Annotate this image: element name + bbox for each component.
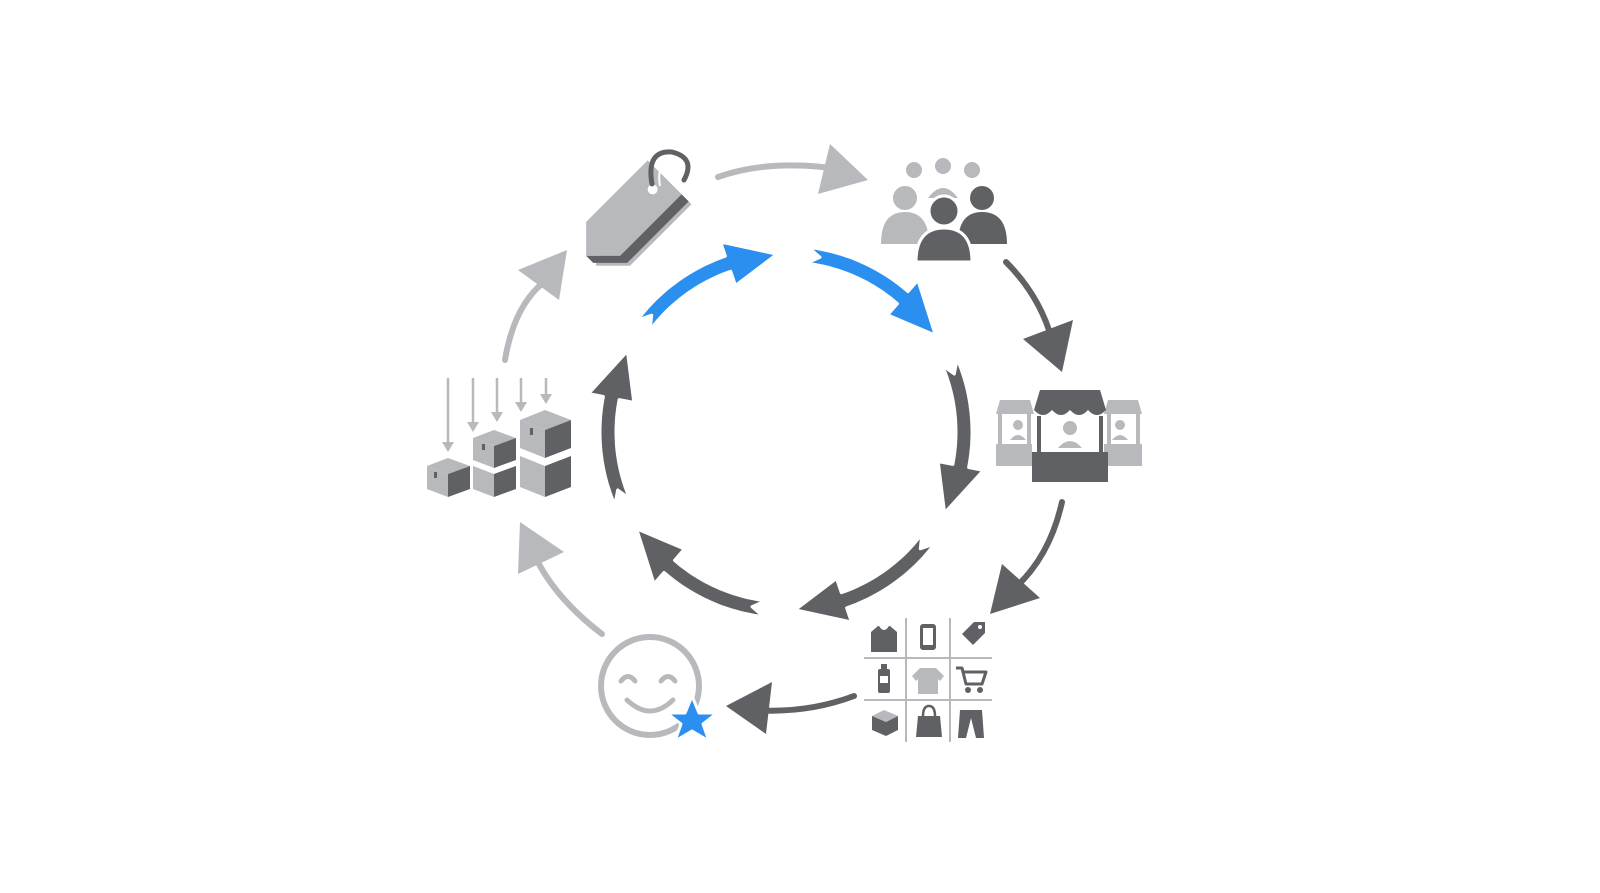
market-stalls-icon [996, 390, 1142, 482]
bottle-icon [878, 664, 890, 693]
tag-icon [962, 622, 985, 645]
smiley-star-icon [598, 634, 719, 743]
box-icon [872, 710, 898, 736]
pants-icon [958, 710, 984, 738]
inner-ring-arrow-6 [587, 349, 636, 507]
rating-star-icon [665, 694, 719, 743]
product-grid-icon [864, 618, 992, 742]
stacked-boxes-icon [427, 378, 571, 497]
inner-ring-arrow-3 [936, 357, 985, 515]
outer-arrow-people-to-market [1003, 259, 1073, 372]
people-group-icon [881, 158, 1007, 264]
outer-arrow-tag-to-people [715, 144, 868, 194]
shopping-cart-icon [956, 666, 988, 693]
inner-ring-arrow-2 [805, 245, 937, 337]
inner-ring-arrow-4 [793, 532, 936, 624]
outer-arrow-products-to-smiley [726, 682, 857, 734]
handbag-icon [916, 704, 942, 737]
inner-ring-arrow-1 [636, 240, 779, 332]
price-tag-icon [586, 149, 692, 266]
inner-ring-arrow-5 [635, 527, 767, 619]
outer-arrow-smiley-to-boxes [518, 522, 605, 637]
outer-arrow-market-to-products [990, 499, 1065, 614]
outer-arrow-boxes-to-tag [502, 250, 567, 363]
inner-cycle-ring [587, 240, 985, 624]
smartphone-icon [920, 624, 936, 650]
shirt-icon [912, 668, 944, 694]
sweater-icon [871, 626, 897, 652]
